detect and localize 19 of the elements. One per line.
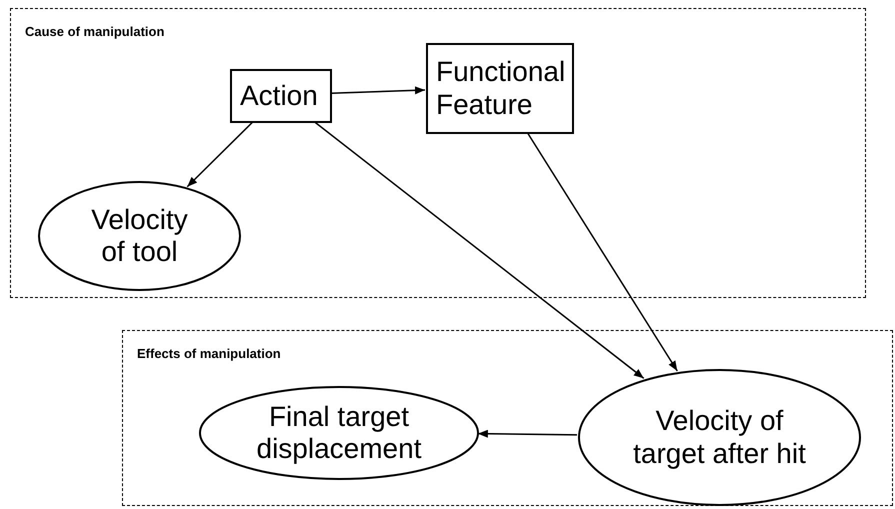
arrow [330, 86, 426, 94]
ellipse-node [578, 369, 861, 506]
arrow [314, 121, 644, 379]
arrow [186, 121, 254, 188]
ellipse-node [199, 386, 479, 480]
process-box [230, 69, 332, 123]
node-label: Velocity of target after hit [632, 405, 807, 470]
group-title: Cause of manipulation [25, 25, 164, 38]
ellipse-node [38, 181, 241, 291]
group-title: Effects of manipulation [137, 347, 281, 360]
arrow [478, 430, 578, 438]
arrow [526, 132, 678, 372]
dashed-group-frame [10, 8, 866, 298]
dashed-group-frame [122, 330, 893, 506]
node-label: Functional Feature [436, 56, 566, 121]
node-label: Velocity of tool [90, 204, 189, 268]
node-label: Action [240, 80, 318, 112]
process-box [426, 43, 574, 134]
node-label: Final target displacement [256, 400, 422, 466]
